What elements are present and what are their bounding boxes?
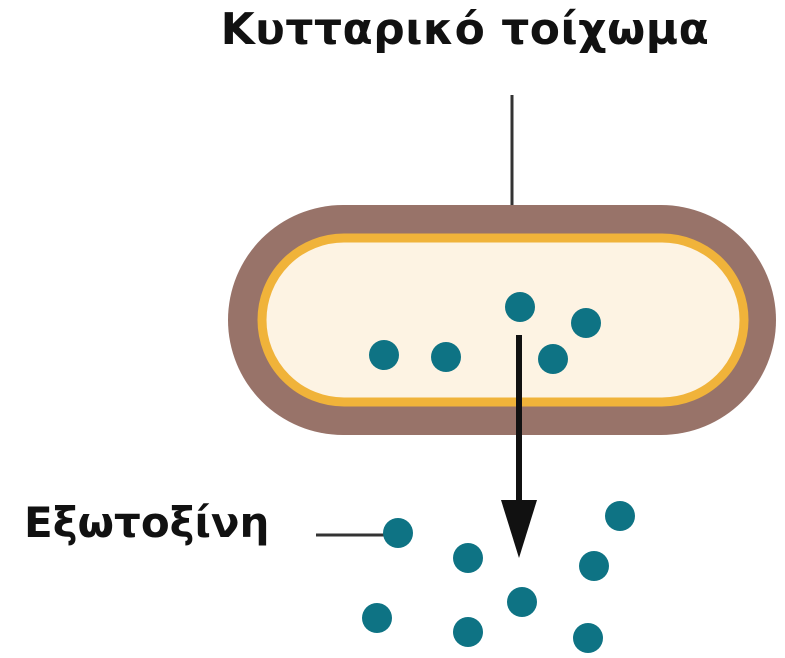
toxin-particle [369,340,399,370]
toxin-particle [507,587,537,617]
toxin-particle [605,501,635,531]
toxin-particle [579,551,609,581]
toxin-particle [453,617,483,647]
toxin-particle [505,292,535,322]
secretion-arrow-head [501,500,537,558]
toxin-particle [571,308,601,338]
toxin-particle [538,344,568,374]
toxin-particle [453,543,483,573]
toxin-particle [431,342,461,372]
toxin-particle [362,603,392,633]
toxin-particle [383,518,413,548]
cell-membrane [262,238,744,402]
toxin-particle [573,623,603,653]
